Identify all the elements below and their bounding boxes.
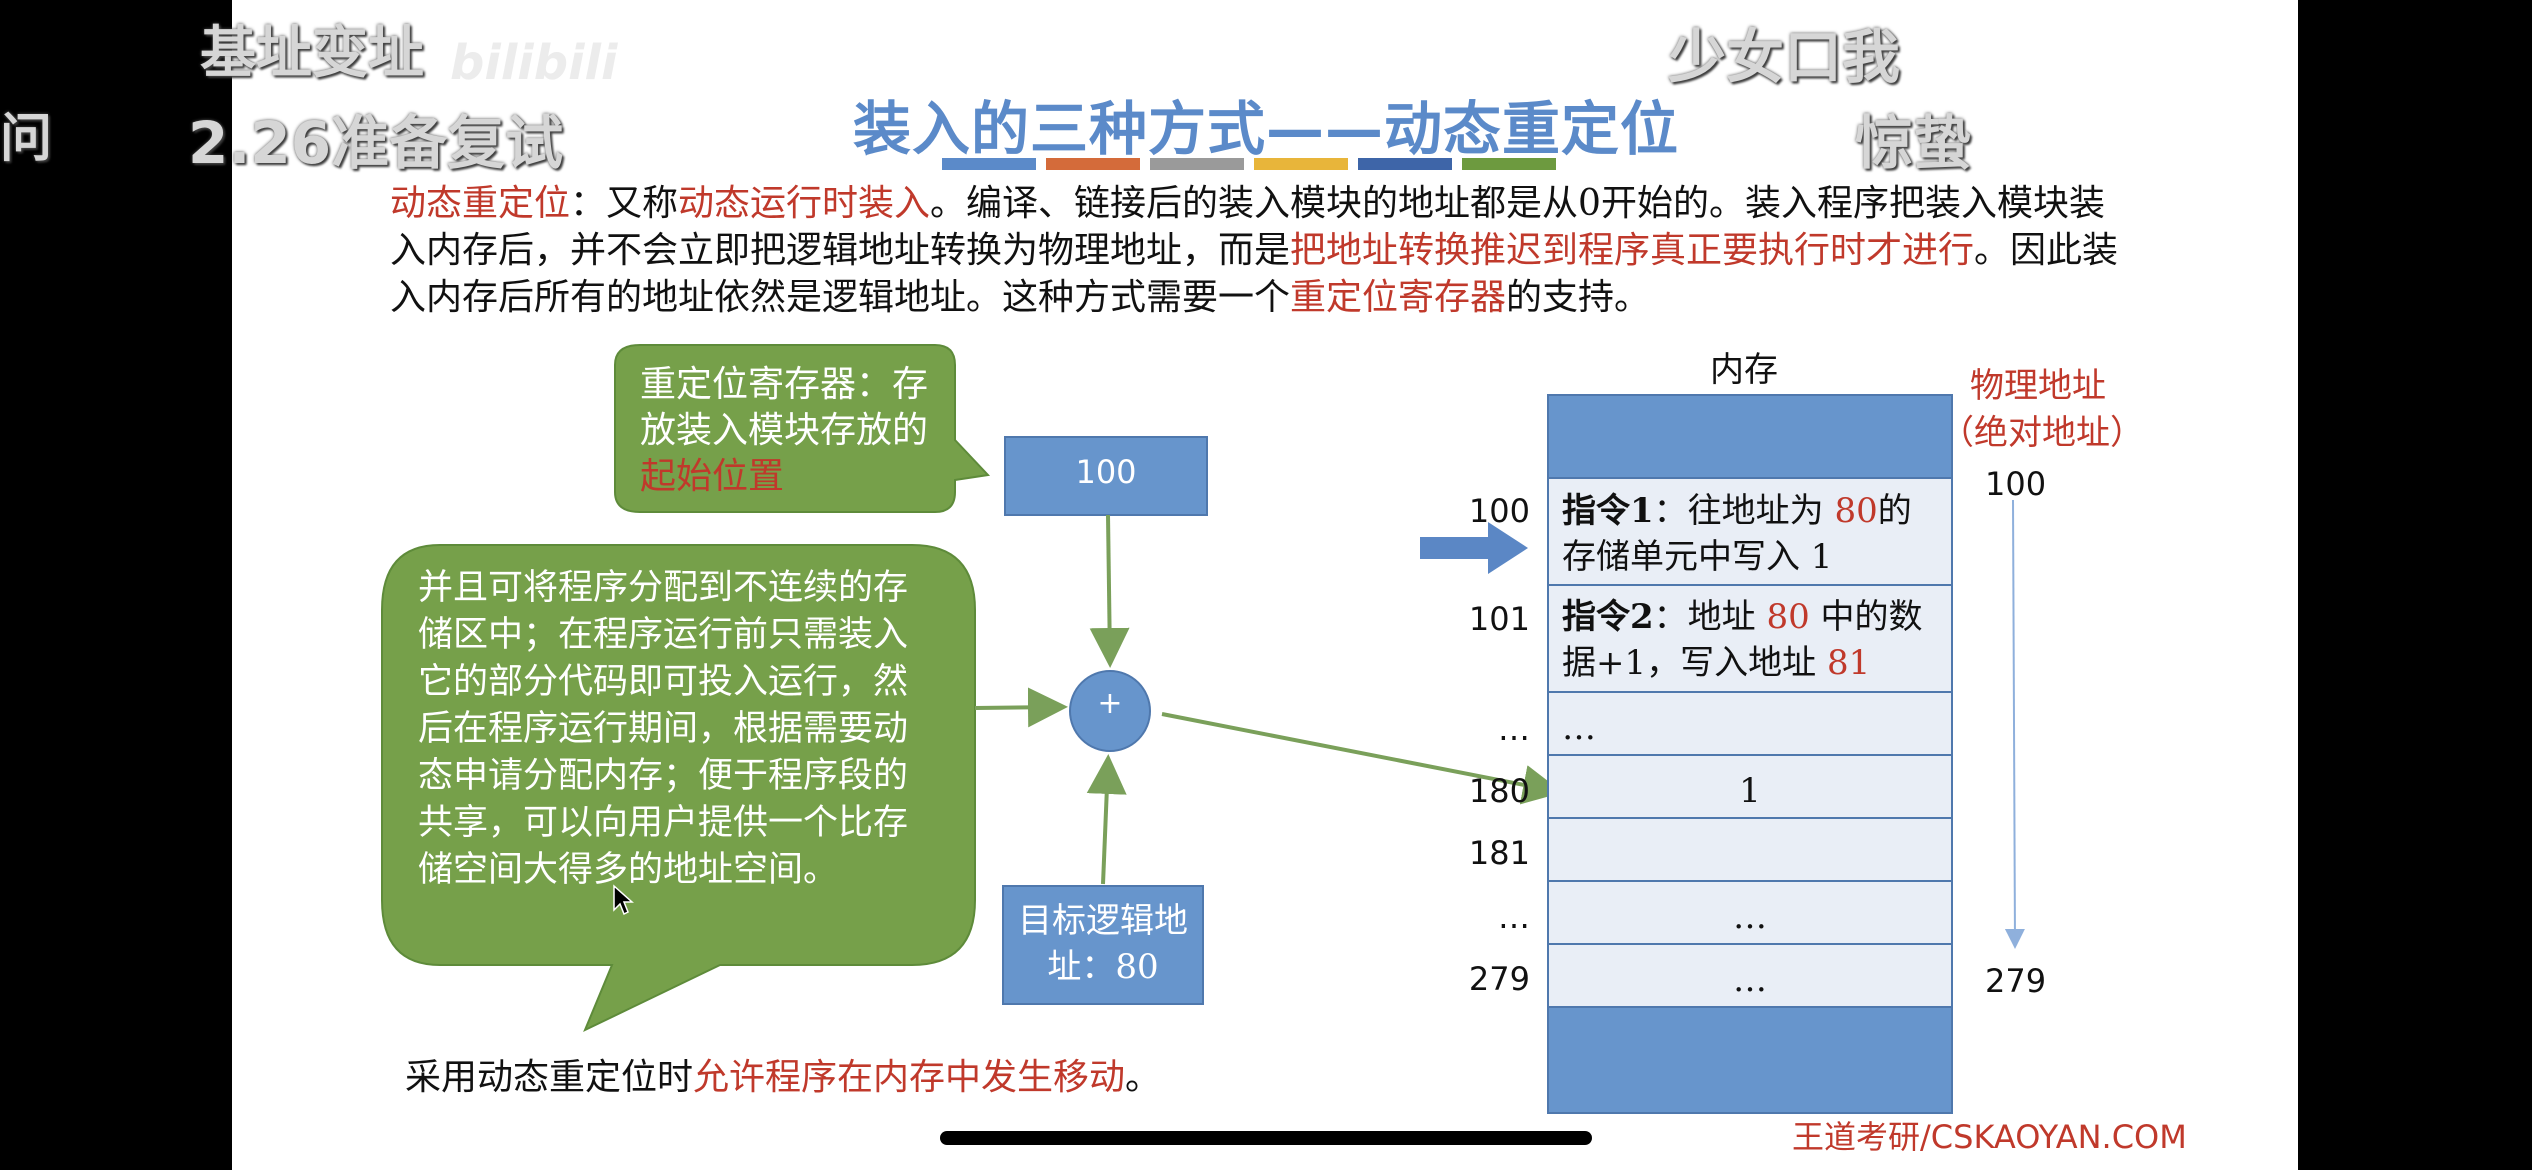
arrow-adder-to-memory (1161, 712, 1563, 805)
memory-cell-instruction-1: 指令1：往地址为 80的存储单元中写入 1 (1562, 488, 1942, 580)
danmaku-comment-1: 基址变址 (200, 21, 424, 86)
instruction-1-addr: 80 (1834, 491, 1878, 531)
physical-address-label: 物理地址 (1970, 366, 2106, 406)
instruction-2-text-b: 中的数据+1，写入地址 (1562, 597, 1923, 683)
memory-cell-180-value: 1 (1739, 771, 1761, 811)
note-callout-bubble (381, 544, 976, 1033)
physical-address-direction-arrow (2004, 499, 2025, 949)
footer-note-emphasis: 允许程序在内存中发生移动 (693, 1057, 1126, 1098)
memory-label: 内存 (1710, 350, 1778, 390)
memory-row-7-bg (1547, 943, 1953, 1008)
term-relocation-register: 重定位寄存器 (1290, 277, 1507, 318)
danmaku-comment-2: 2.26准备复试 (188, 109, 564, 177)
instruction-2-addr-src: 80 (1766, 597, 1810, 637)
current-instruction-pointer-arrow (1420, 522, 1528, 574)
memory-cell-instruction-2: 指令2：地址 80 中的数据+1，写入地址 81 (1562, 594, 1942, 686)
slide-title: 装入的三种方式——动态重定位 (852, 95, 1679, 163)
note-callout-text: 并且可将程序分配到不连续的存储区中；在程序运行前只需装入它的部分代码即可投入运行… (418, 568, 909, 890)
intro-paragraph: 动态重定位：又称动态运行时装入。编译、链接后的装入模块的地址都是从0开始的。装入… (390, 180, 2130, 321)
logical-addr-ellipsis-2: … (1498, 898, 1530, 936)
footer-note-b: 。 (1125, 1057, 1162, 1098)
instruction-1-text-a: ：往地址为 (1653, 491, 1835, 531)
adder-circle (1069, 670, 1151, 752)
intro-emphasis-delay: 把地址转换推迟到程序真正要执行时才进行 (1290, 230, 1975, 271)
logical-addr-279: 279 (1468, 960, 1530, 998)
brand-watermark: 王道考研/CSKAOYAN.COM (1792, 1118, 2187, 1156)
relocation-register-box (1004, 436, 1208, 516)
instruction-1-text-b: 的存储单元中写入 1 (1562, 491, 1912, 577)
danmaku-comment-3: 少女口我 (1668, 23, 1901, 91)
arrow-note-to-adder (974, 687, 1068, 728)
intro-text-a: ：又称 (570, 183, 679, 224)
memory-row-3-bg (1547, 691, 1953, 756)
title-bar-5 (1358, 158, 1452, 170)
bilibili-watermark: bilibili (450, 35, 618, 91)
intro-text-d: 的支持。 (1506, 277, 1651, 318)
footer-note-a: 采用动态重定位时 (405, 1057, 694, 1098)
memory-cell-ellipsis-2: … (1733, 897, 1767, 937)
danmaku-comment-4: 惊蛰 (1855, 109, 1972, 177)
memory-row-6-bg (1547, 880, 1953, 945)
register-callout-start-position: 起始位置 (640, 456, 785, 497)
mouse-cursor-icon (613, 884, 634, 916)
register-callout-text: 重定位寄存器：存放装入模块存放的起始位置 (640, 362, 940, 500)
register-value: 100 (1075, 453, 1137, 491)
intro-text-c: 。因此装入内存后所有的地址依然是逻辑地址。这种方式需要一个 (390, 230, 2119, 318)
register-callout-desc: 重定位寄存器：存放装入模块存放的 (640, 364, 929, 451)
arrow-logical-to-adder (1086, 754, 1127, 885)
register-callout-bubble (614, 344, 991, 513)
absolute-address-label: （绝对地址） (1940, 413, 2144, 453)
title-bar-6 (1462, 158, 1556, 170)
memory-cell-ellipsis-1: … (1562, 708, 1596, 748)
logical-addr-ellipsis-1: … (1498, 710, 1530, 748)
memory-row-5-bg (1547, 817, 1953, 882)
arrow-register-to-adder (1089, 514, 1130, 668)
danmaku-comment-left: 问 (0, 109, 53, 169)
physical-address-start: 100 (1985, 465, 2047, 503)
memory-row-4-bg (1547, 754, 1953, 819)
term-dynamic-runtime-load: 动态运行时装入 (678, 183, 931, 224)
adder-symbol: + (1097, 686, 1123, 721)
memory-row-2-bg (1547, 584, 1953, 693)
title-bar-2 (1046, 158, 1140, 170)
title-bar-3 (1150, 158, 1244, 170)
instruction-2-addr-dst: 81 (1826, 643, 1871, 683)
home-indicator-bar[interactable] (940, 1131, 1592, 1145)
intro-text-b: 。编译、链接后的装入模块的地址都是从0开始的。装入程序把装入模块装入内存后，并不… (390, 183, 2105, 271)
title-bar-4 (1254, 158, 1348, 170)
logical-address-text: 目标逻辑地址：80 (1018, 901, 1188, 987)
logical-address-box (1002, 885, 1204, 1005)
logical-addr-100: 100 (1468, 492, 1530, 530)
logical-addr-101: 101 (1468, 600, 1530, 638)
instruction-2-label: 指令2 (1562, 597, 1654, 637)
instruction-1-label: 指令1 (1562, 491, 1654, 531)
term-dynamic-relocation: 动态重定位 (390, 183, 571, 224)
instruction-2-text-a: ：地址 (1653, 597, 1767, 637)
physical-address-end: 279 (1985, 962, 2047, 1000)
memory-row-1-bg (1547, 477, 1953, 586)
logical-addr-181: 181 (1468, 834, 1530, 872)
footer-note: 采用动态重定位时允许程序在内存中发生移动。 (405, 1048, 1161, 1100)
memory-cell-ellipsis-3: … (1733, 960, 1767, 1000)
title-bar-1 (942, 158, 1036, 170)
logical-addr-180: 180 (1468, 772, 1530, 810)
